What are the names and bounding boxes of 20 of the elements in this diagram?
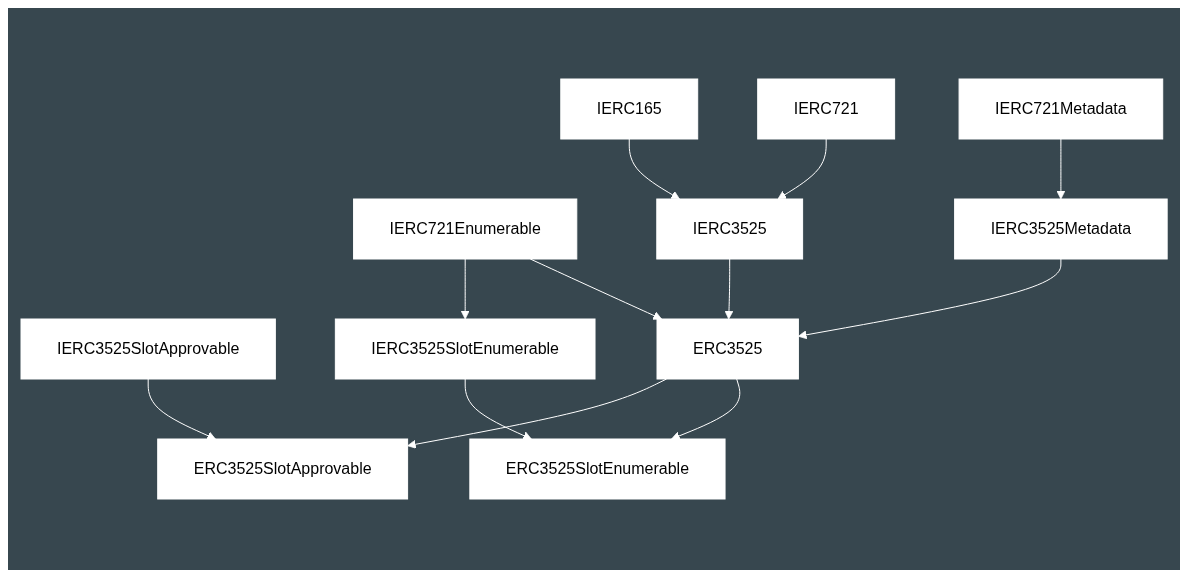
arrow bbox=[724, 258, 734, 320]
node-box: IERC721Enumerable bbox=[353, 198, 578, 260]
node-box: IERC165 bbox=[560, 78, 699, 140]
arrow bbox=[460, 258, 470, 320]
node-box: IERC3525SlotEnumerable bbox=[334, 318, 596, 380]
arrow bbox=[628, 138, 680, 200]
arrow bbox=[147, 378, 216, 440]
node-box: IERC3525SlotApprovable bbox=[20, 318, 276, 380]
node-box: ERC3525SlotEnumerable bbox=[469, 438, 726, 500]
node-box: IERC721Metadata bbox=[958, 78, 1164, 140]
arrow bbox=[777, 138, 827, 200]
node-box: IERC721 bbox=[757, 78, 896, 140]
arrow bbox=[464, 378, 532, 440]
node-box: IERC3525 bbox=[656, 198, 804, 260]
arrow bbox=[1056, 138, 1066, 200]
node-box: ERC3525SlotApprovable bbox=[157, 438, 408, 500]
arrow bbox=[671, 378, 741, 441]
node-box: IERC3525Metadata bbox=[954, 198, 1168, 260]
node-box: ERC3525 bbox=[656, 318, 799, 380]
arrow bbox=[797, 258, 1062, 340]
